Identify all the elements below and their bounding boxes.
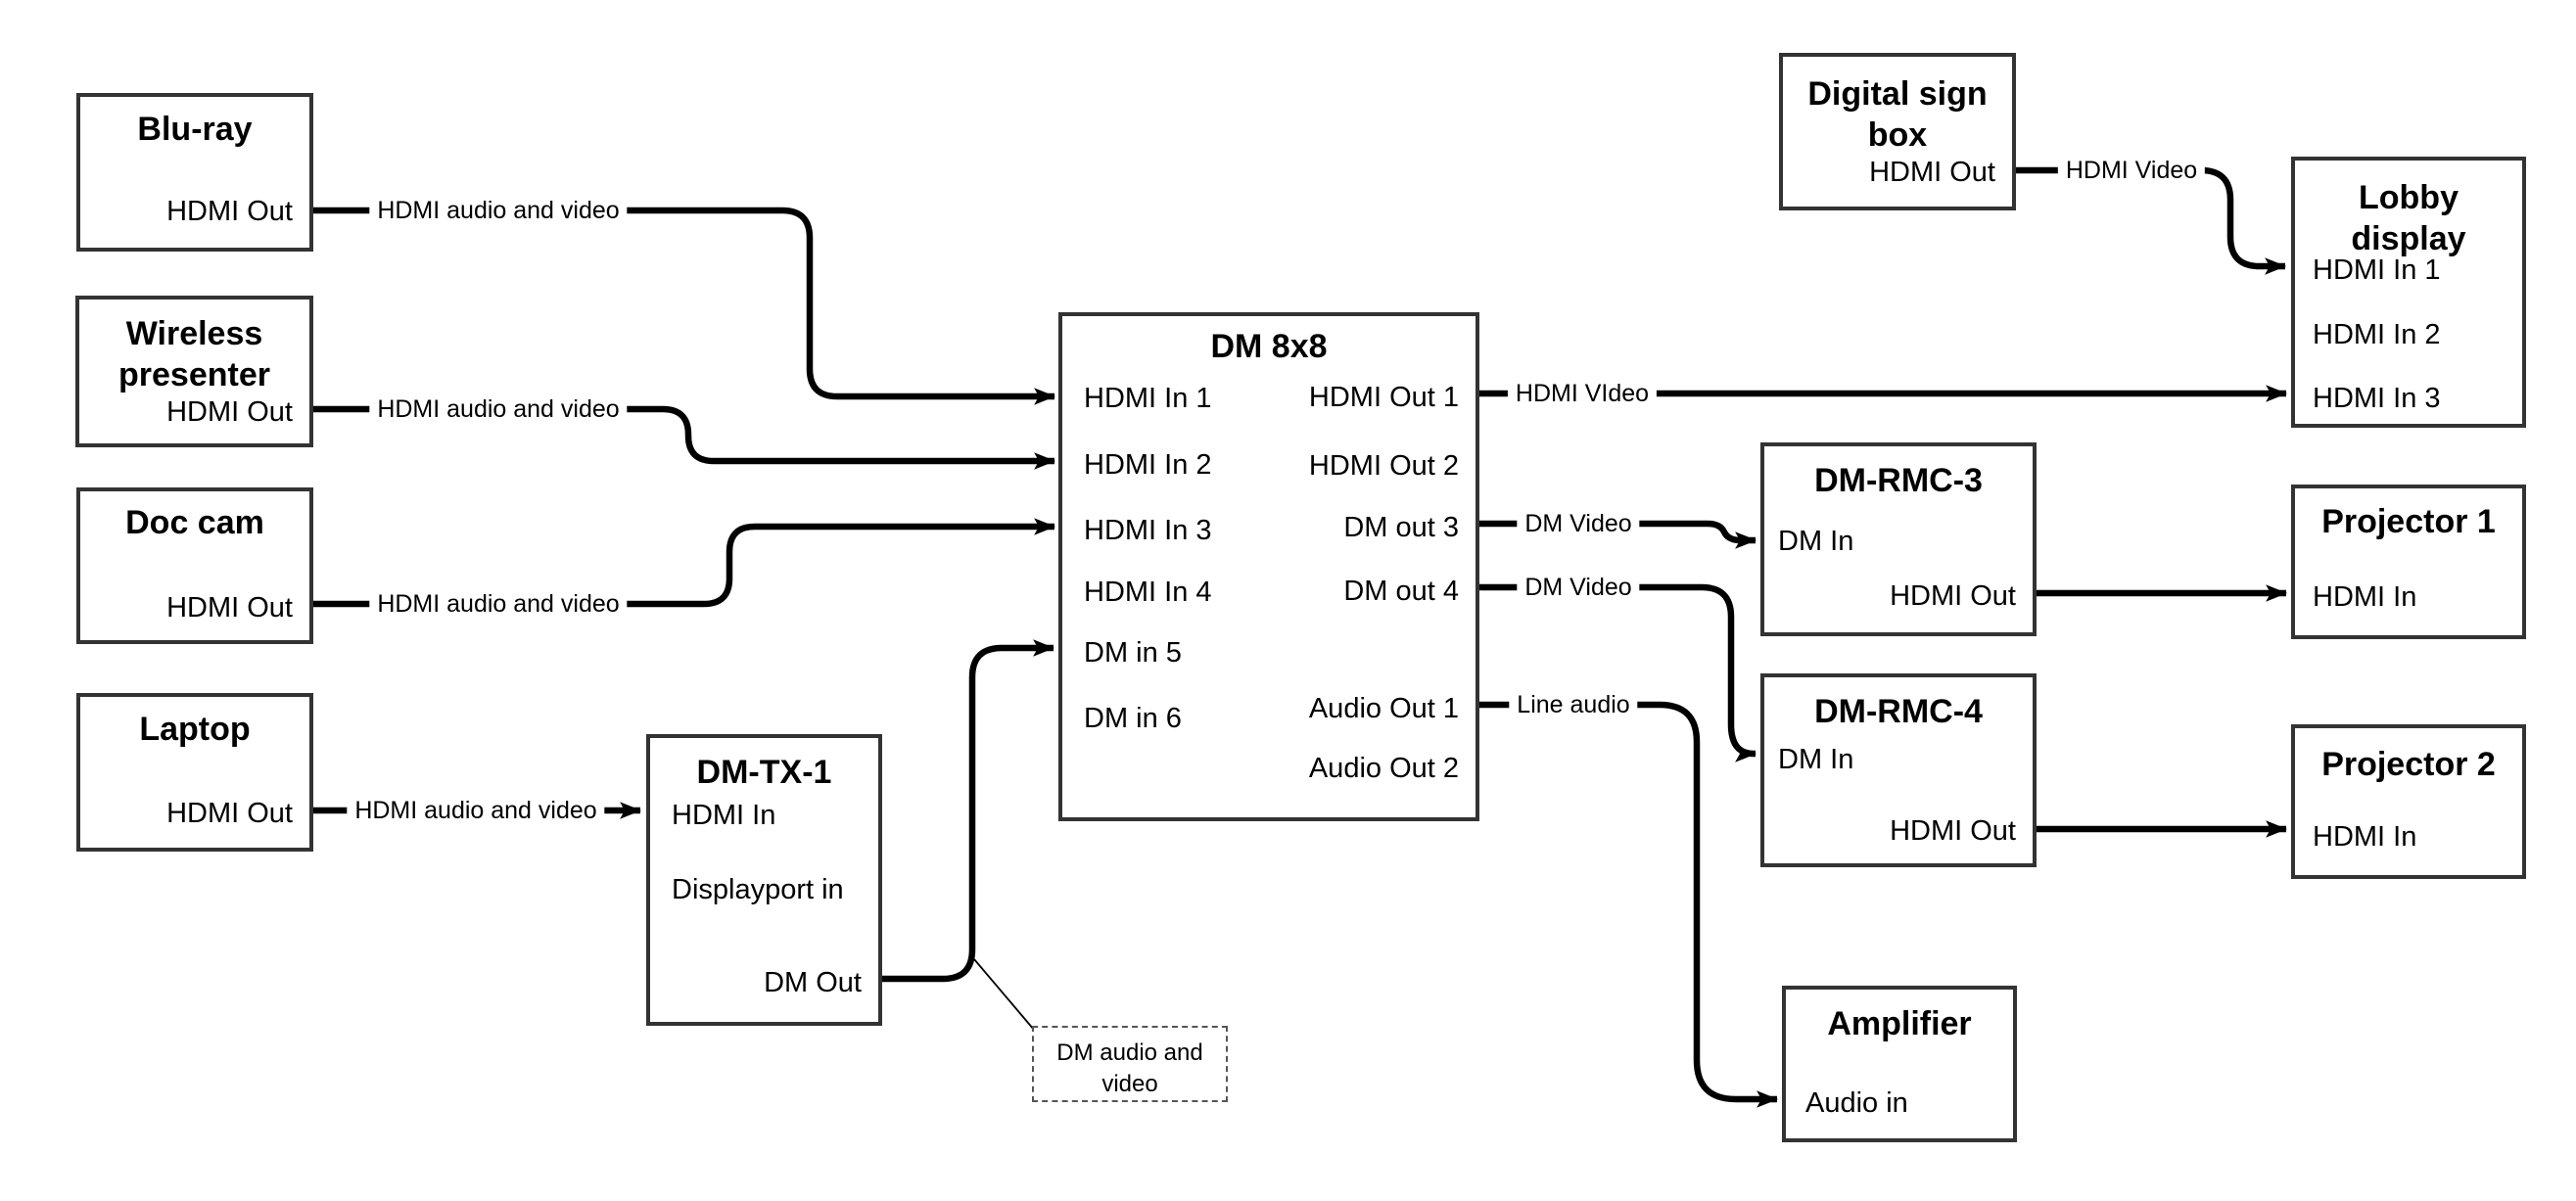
cable-label-hdmi-out1: HDMI VIdeo <box>1507 379 1658 408</box>
node-proj1-title: Projector 1 <box>2321 503 2496 540</box>
node-lobby-title: Lobby display <box>2351 179 2466 257</box>
node-dm-rmc-4: DM-RMC-4 DM In HDMI Out <box>1760 673 2037 867</box>
port-dm8x8-dm-out-4: DM out 4 <box>1343 576 1459 607</box>
node-proj2-title: Projector 2 <box>2321 746 2496 783</box>
port-dm8x8-audio-out-1: Audio Out 1 <box>1308 693 1459 724</box>
node-amplifier: Amplifier Audio in <box>1782 986 2017 1142</box>
node-digitalsign-title: Digital sign box <box>1807 75 1988 154</box>
port-dm8x8-hdmi-out-2: HDMI Out 2 <box>1308 450 1459 482</box>
node-dm-rmc-3: DM-RMC-3 DM In HDMI Out <box>1760 442 2037 636</box>
cable-label-digitalsign: HDMI Video <box>2057 156 2206 185</box>
cable-doccam-to-dm8x8-in3 <box>313 518 1056 608</box>
node-lobby-display: Lobby display HDMI In 1 HDMI In 2 HDMI I… <box>2291 157 2526 428</box>
node-dm8x8-title: DM 8x8 <box>1210 328 1328 365</box>
port-dm8x8-dm-in-6: DM in 6 <box>1084 703 1182 734</box>
port-dm8x8-hdmi-in-4: HDMI In 4 <box>1084 577 1212 608</box>
node-bluray: Blu-ray HDMI Out <box>76 93 313 252</box>
node-dmrmc4-title: DM-RMC-4 <box>1814 693 1983 730</box>
port-dmrmc4-hdmi-out: HDMI Out <box>1890 815 2016 847</box>
port-dm8x8-hdmi-in-2: HDMI In 2 <box>1084 449 1212 481</box>
note-dm-audio-and-video: DM audio and video <box>1032 1026 1228 1102</box>
port-dmtx1-hdmi-in: HDMI In <box>672 800 776 831</box>
port-doccam-hdmi-out: HDMI Out <box>166 592 293 624</box>
cable-label-laptop: HDMI audio and video <box>347 796 605 825</box>
cable-bluray-to-dm8x8-in1 <box>313 207 1056 405</box>
cable-label-wireless: HDMI audio and video <box>369 394 628 424</box>
port-dmtx1-dm-out: DM Out <box>764 967 862 998</box>
cable-label-dm-out4: DM Video <box>1517 573 1640 602</box>
node-dm-8x8: DM 8x8 HDMI In 1 HDMI In 2 HDMI In 3 HDM… <box>1058 312 1479 821</box>
port-dm8x8-dm-out-3: DM out 3 <box>1343 512 1459 543</box>
cable-digitalsign-to-lobby-in1 <box>2015 166 2287 275</box>
cable-label-line-audio: Line audio <box>1509 690 1638 719</box>
node-doccam-title: Doc cam <box>125 504 264 541</box>
cable-dm8x8-out4-to-dmrmc4-dm-in <box>1478 583 1757 762</box>
port-proj2-hdmi-in: HDMI In <box>2313 821 2417 853</box>
node-bluray-title: Blu-ray <box>137 111 253 148</box>
port-digitalsign-hdmi-out: HDMI Out <box>1869 157 1995 188</box>
port-dm8x8-dm-in-5: DM in 5 <box>1084 637 1182 669</box>
cable-wireless-to-dm8x8-in2 <box>313 405 1056 470</box>
node-laptop-title: Laptop <box>139 711 251 748</box>
node-dm-tx-1: DM-TX-1 HDMI In Displayport in DM Out <box>646 734 882 1026</box>
port-lobby-hdmi-in-3: HDMI In 3 <box>2313 383 2441 414</box>
node-wireless-title: Wireless presenter <box>118 315 270 393</box>
port-dmrmc3-hdmi-out: HDMI Out <box>1890 580 2016 612</box>
cable-label-doccam: HDMI audio and video <box>369 589 628 619</box>
node-doc-cam: Doc cam HDMI Out <box>76 487 313 644</box>
port-dmrmc4-dm-in: DM In <box>1778 744 1854 775</box>
node-dmrmc3-title: DM-RMC-3 <box>1814 462 1983 499</box>
port-dm8x8-hdmi-out-1: HDMI Out 1 <box>1308 382 1459 413</box>
port-amplifier-audio-in: Audio in <box>1805 1087 1908 1119</box>
cable-dmtx1-to-dm8x8-in5 <box>882 639 1055 983</box>
cable-label-bluray: HDMI audio and video <box>369 196 628 225</box>
port-lobby-hdmi-in-2: HDMI In 2 <box>2313 319 2441 350</box>
node-projector-2: Projector 2 HDMI In <box>2291 724 2526 879</box>
node-amplifier-title: Amplifier <box>1827 1005 1972 1042</box>
port-lobby-hdmi-in-1: HDMI In 1 <box>2313 254 2441 286</box>
cable-dm8x8-audio1-to-amplifier <box>1478 701 1779 1108</box>
port-bluray-hdmi-out: HDMI Out <box>166 196 293 227</box>
port-proj1-hdmi-in: HDMI In <box>2313 581 2417 613</box>
node-dmtx1-title: DM-TX-1 <box>696 754 832 791</box>
port-laptop-hdmi-out: HDMI Out <box>166 798 293 829</box>
node-projector-1: Projector 1 HDMI In <box>2291 485 2526 639</box>
node-laptop: Laptop HDMI Out <box>76 693 313 852</box>
node-digital-sign-box: Digital sign box HDMI Out <box>1779 53 2016 210</box>
port-wireless-hdmi-out: HDMI Out <box>166 396 293 428</box>
node-wireless-presenter: Wireless presenter HDMI Out <box>75 296 313 447</box>
port-dm8x8-hdmi-in-3: HDMI In 3 <box>1084 515 1212 546</box>
port-dmrmc3-dm-in: DM In <box>1778 526 1854 557</box>
cable-label-dm-out3: DM Video <box>1517 509 1640 538</box>
port-dmtx1-displayport-in: Displayport in <box>672 874 844 905</box>
cable-dm8x8-out3-to-dmrmc3-dm-in <box>1478 520 1757 549</box>
port-dm8x8-audio-out-2: Audio Out 2 <box>1308 753 1459 784</box>
note-callout-line <box>973 958 1035 1031</box>
port-dm8x8-hdmi-in-1: HDMI In 1 <box>1084 383 1212 414</box>
